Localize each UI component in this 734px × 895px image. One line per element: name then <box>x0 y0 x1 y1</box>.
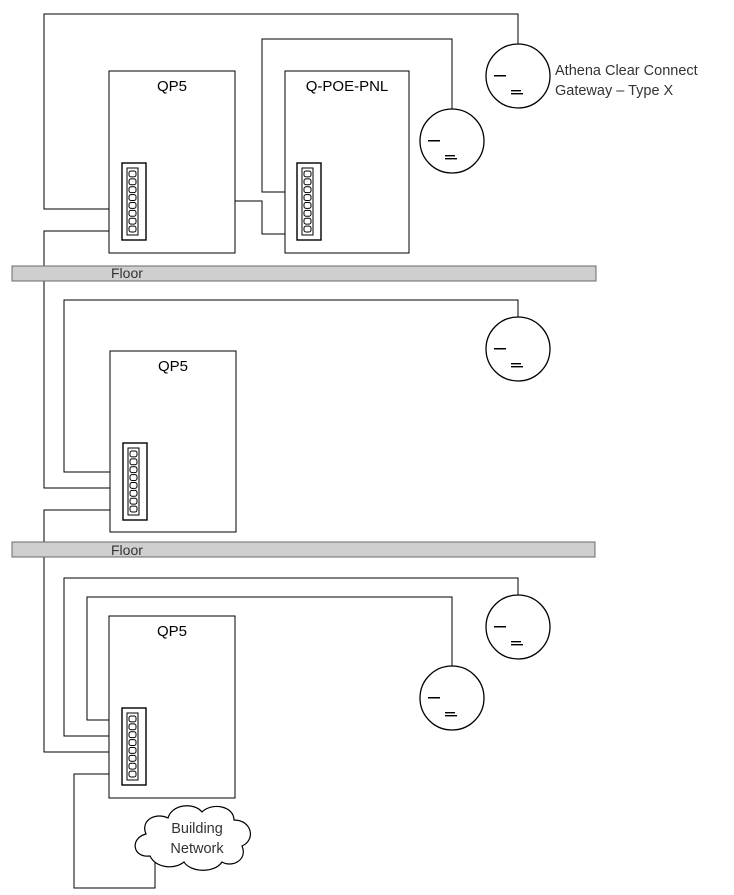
wire-gateway5-qp5-bottom <box>86 596 453 721</box>
ethernet-port-icon <box>129 466 138 474</box>
port-strips <box>121 162 322 786</box>
cloud-icon: Building Network <box>134 805 251 871</box>
ethernet-port-icon <box>128 225 137 233</box>
panel-qp5-mid-label: QP5 <box>158 358 188 375</box>
wire-gateway4-qp5-bottom <box>63 577 519 737</box>
ethernet-port-icon <box>129 482 138 489</box>
ethernet-port-icon <box>129 450 138 458</box>
ethernet-port-icon <box>303 178 312 186</box>
ethernet-port-icon <box>128 739 137 746</box>
ethernet-port-icon <box>128 723 137 731</box>
ethernet-port-icon <box>128 754 137 762</box>
ethernet-port-icon <box>303 209 312 217</box>
floor-1-label: Floor <box>111 265 143 281</box>
port-strip-qp5-mid <box>122 442 148 521</box>
ethernet-port-icon <box>128 731 137 739</box>
gateway-label-line2: Gateway – Type X <box>555 83 674 99</box>
port-strip-qp5-bottom <box>121 707 147 786</box>
ethernet-port-icon <box>129 489 138 497</box>
gateway-4-icon <box>485 594 551 660</box>
wire-gateway2-qpoe <box>261 38 453 193</box>
panel-qp5-bottom: QP5 <box>108 615 236 799</box>
ethernet-port-icon <box>128 762 137 770</box>
ethernet-port-icon <box>303 202 312 209</box>
gateway-label-line1: Athena Clear Connect <box>555 63 698 79</box>
ethernet-port-icon <box>303 225 312 233</box>
ethernet-port-icon <box>303 186 312 194</box>
ethernet-port-icon <box>128 217 137 225</box>
ethernet-port-icon <box>129 458 138 466</box>
port-strip-qpoe <box>296 162 322 241</box>
gateway-5-icon <box>419 665 485 731</box>
wire-gateway3-qp5-mid <box>63 299 519 473</box>
ethernet-port-icon <box>128 202 137 209</box>
gateway-2-icon <box>419 108 485 174</box>
ethernet-port-icon <box>129 497 138 505</box>
ethernet-port-icon <box>128 747 137 754</box>
port-strip-qp5-top <box>121 162 147 241</box>
ethernet-port-icon <box>303 194 312 201</box>
ethernet-port-icon <box>128 770 137 778</box>
gateways <box>419 43 551 731</box>
wire-riser-mid-bottom <box>43 509 131 753</box>
wire-riser-top-mid <box>43 230 134 489</box>
wire-building-network <box>73 773 156 889</box>
ethernet-port-icon <box>128 186 137 194</box>
panel-qp5-bottom-label: QP5 <box>157 623 187 640</box>
ethernet-port-icon <box>129 474 138 481</box>
wire-gateway1-qp5-top <box>43 13 519 210</box>
floor-1: Floor <box>11 265 597 282</box>
ethernet-port-icon <box>128 170 137 178</box>
cloud-label-line2: Network <box>170 841 224 857</box>
ethernet-port-icon <box>303 217 312 225</box>
cloud-label-line1: Building <box>171 821 223 837</box>
panel-qp5-top-label: QP5 <box>157 78 187 95</box>
floor-2: Floor <box>11 541 596 558</box>
ethernet-port-icon <box>128 194 137 201</box>
ethernet-port-icon <box>303 170 312 178</box>
panel-qpoe-label: Q-POE-PNL <box>306 78 389 95</box>
ethernet-port-icon <box>128 209 137 217</box>
gateway-3-icon <box>485 316 551 382</box>
ethernet-port-icon <box>129 505 138 513</box>
ethernet-port-icon <box>128 715 137 723</box>
floor-2-label: Floor <box>111 542 143 558</box>
ethernet-port-icon <box>128 178 137 186</box>
gateway-1-icon <box>485 43 551 109</box>
